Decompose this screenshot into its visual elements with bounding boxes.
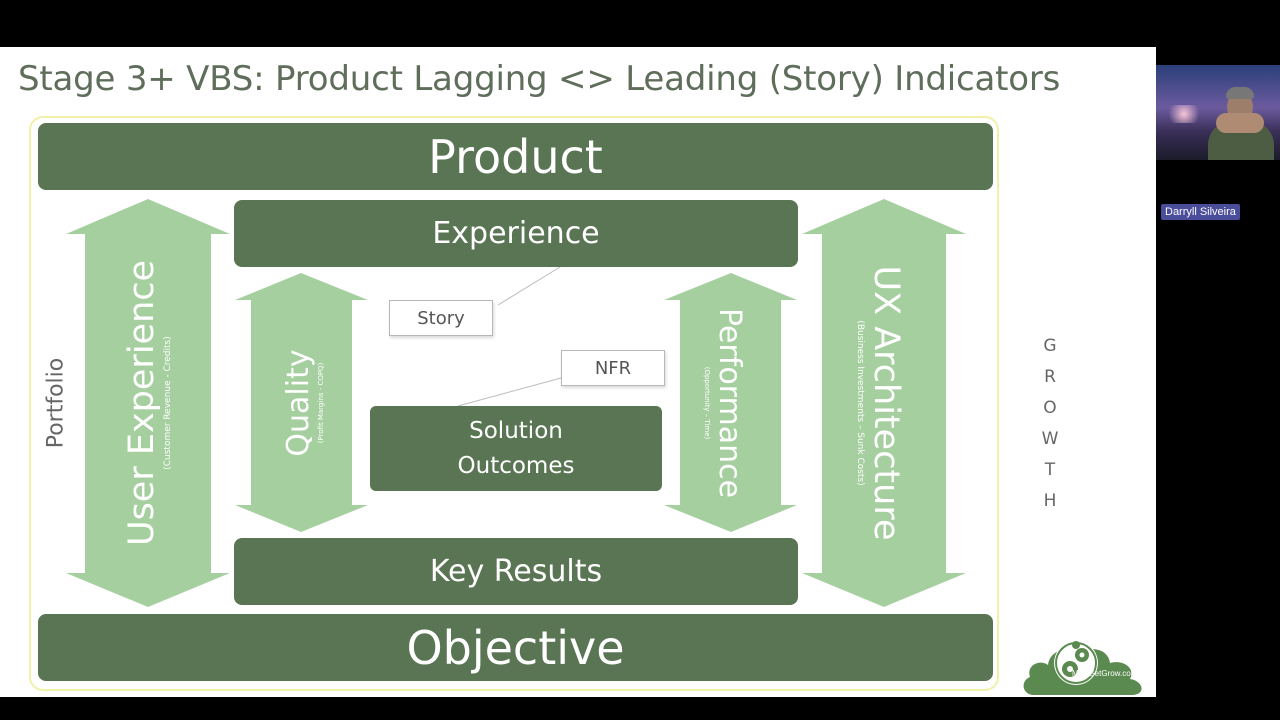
growth-letter: G bbox=[1043, 336, 1057, 356]
user-experience-title: User Experience bbox=[122, 259, 162, 547]
growth-letter: H bbox=[1043, 491, 1057, 511]
ux-architecture-subtitle: (Business Investments – Sunk Costs) bbox=[855, 320, 865, 486]
growth-letter: W bbox=[1041, 429, 1059, 449]
participant-video[interactable] bbox=[1156, 65, 1280, 160]
performance-arrow bbox=[664, 273, 797, 532]
ux-architecture-title: UX Architecture bbox=[866, 265, 906, 541]
solution-line-2: Outcomes bbox=[457, 452, 575, 479]
story-callout: Story bbox=[389, 300, 493, 336]
performance-title: Performance bbox=[712, 307, 747, 499]
quality-label: Quality (Profit Margins - COPQ) bbox=[281, 349, 326, 457]
ux-architecture-label: UX Architecture (Business Investments – … bbox=[854, 266, 906, 541]
user-experience-subtitle: (Customer Revenue - Credits) bbox=[163, 336, 173, 470]
logo-text: MindSetGrow.com bbox=[1072, 669, 1138, 678]
user-experience-arrow bbox=[66, 199, 230, 607]
ux-architecture-arrow bbox=[802, 199, 966, 607]
growth-letter: T bbox=[1044, 460, 1056, 480]
quality-arrow bbox=[235, 273, 368, 532]
experience-bar: Experience bbox=[234, 200, 798, 267]
participant-name-tag: Darryll Silveira bbox=[1161, 204, 1240, 220]
quality-title: Quality bbox=[281, 349, 316, 457]
objective-bar: Objective bbox=[38, 614, 993, 681]
portfolio-label: Portfolio bbox=[43, 357, 69, 449]
participant-hands bbox=[1216, 113, 1264, 133]
presentation-slide: Stage 3+ VBS: Product Lagging <> Leading… bbox=[0, 47, 1156, 697]
user-experience-label: User Experience (Customer Revenue - Cred… bbox=[122, 260, 174, 546]
mindsetgrow-logo-icon bbox=[1023, 641, 1142, 695]
product-bar: Product bbox=[38, 123, 993, 190]
nfr-callout: NFR bbox=[561, 350, 665, 386]
solution-outcomes-box: Solution Outcomes bbox=[370, 406, 662, 491]
story-connector bbox=[497, 266, 561, 306]
diagram-frame bbox=[29, 116, 999, 691]
performance-subtitle: (Opportunity – Time) bbox=[703, 366, 711, 440]
performance-label: Performance (Opportunity – Time) bbox=[702, 307, 747, 499]
growth-letter: O bbox=[1043, 398, 1057, 418]
participant-hat bbox=[1226, 87, 1254, 99]
key-results-bar: Key Results bbox=[234, 538, 798, 605]
slide-title: Stage 3+ VBS: Product Lagging <> Leading… bbox=[18, 59, 1061, 99]
background-light bbox=[1164, 105, 1204, 123]
growth-letter: R bbox=[1044, 367, 1056, 387]
solution-line-1: Solution bbox=[469, 417, 563, 444]
quality-subtitle: (Profit Margins - COPQ) bbox=[317, 362, 325, 444]
growth-vertical-text: G R O W T H bbox=[1038, 331, 1062, 517]
arrows-layer bbox=[66, 199, 966, 607]
nfr-connector bbox=[457, 377, 562, 407]
